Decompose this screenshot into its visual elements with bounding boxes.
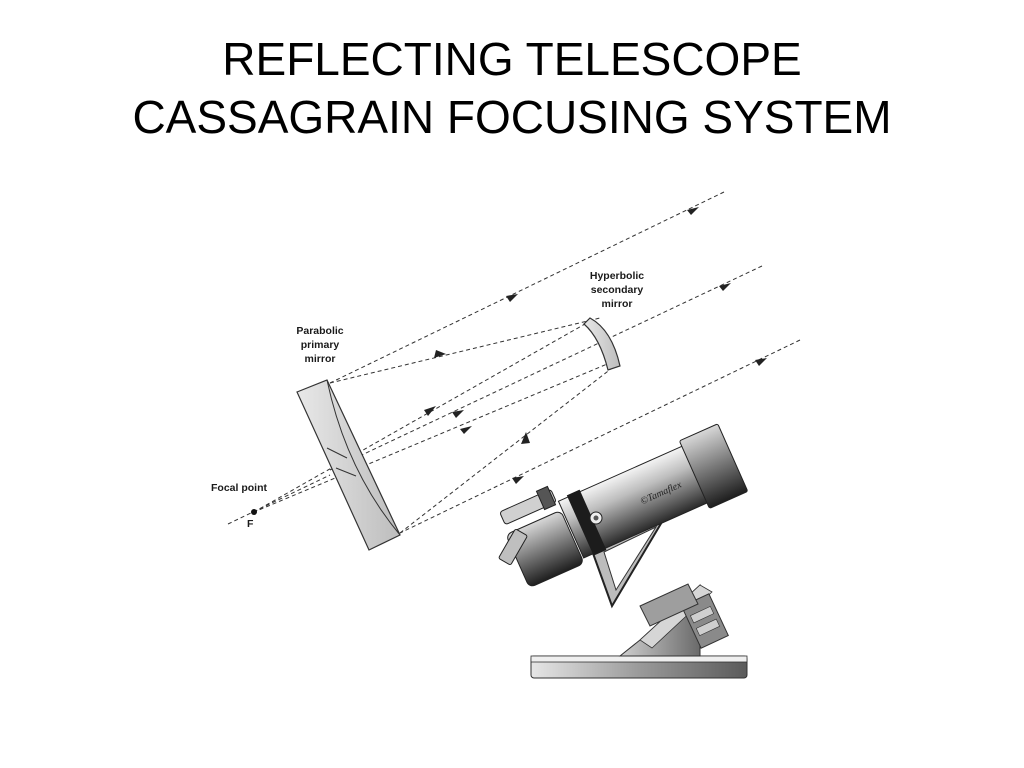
focal-point-dot	[251, 509, 257, 515]
focal-point-label: Focal point	[211, 482, 268, 494]
primary-label-line-1: Parabolic	[296, 325, 343, 337]
slide-title: REFLECTING TELESCOPE CASSAGRAIN FOCUSING…	[0, 30, 1024, 146]
secondary-mirror-label: Hyperbolic secondary mirror	[590, 270, 644, 310]
primary-label-line-3: mirror	[305, 353, 336, 365]
secondary-label-line-1: Hyperbolic	[590, 270, 644, 282]
primary-mirror-label: Parabolic primary mirror	[296, 325, 343, 365]
title-line-2: CASSAGRAIN FOCUSING SYSTEM	[132, 91, 892, 143]
ray-arrows	[424, 207, 767, 484]
secondary-label-line-3: mirror	[602, 298, 633, 310]
title-line-1: REFLECTING TELESCOPE	[222, 33, 802, 85]
primary-label-line-2: primary	[301, 339, 340, 351]
incoming-rays	[329, 191, 801, 534]
secondary-label-line-2: secondary	[591, 284, 644, 296]
primary-mirror	[296, 379, 401, 551]
secondary-mirror	[583, 317, 621, 371]
reflected-rays	[227, 317, 613, 534]
telescope-illustration: ©Tamaflex	[498, 423, 748, 679]
focal-point-letter: F	[247, 518, 254, 530]
